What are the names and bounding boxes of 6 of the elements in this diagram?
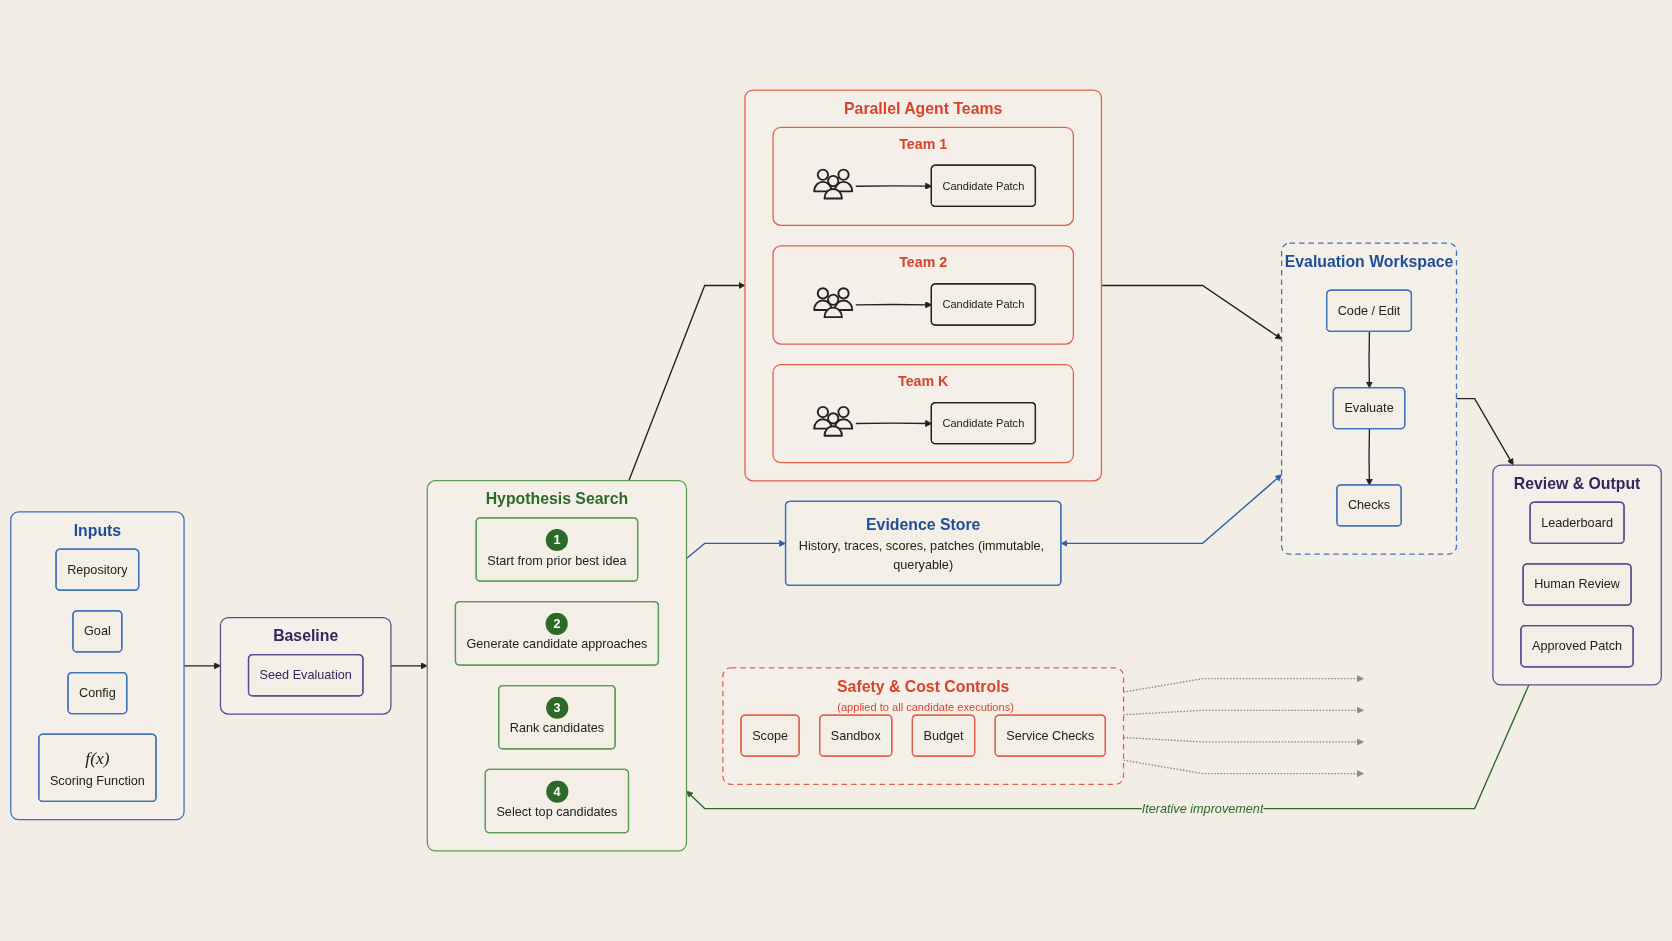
arrow (1365, 428, 1373, 486)
edge-label: Iterative improvement (1141, 801, 1264, 815)
arrow (390, 662, 428, 670)
arrow (1365, 331, 1373, 389)
arrow (686, 684, 1530, 810)
arrow (1060, 474, 1282, 547)
